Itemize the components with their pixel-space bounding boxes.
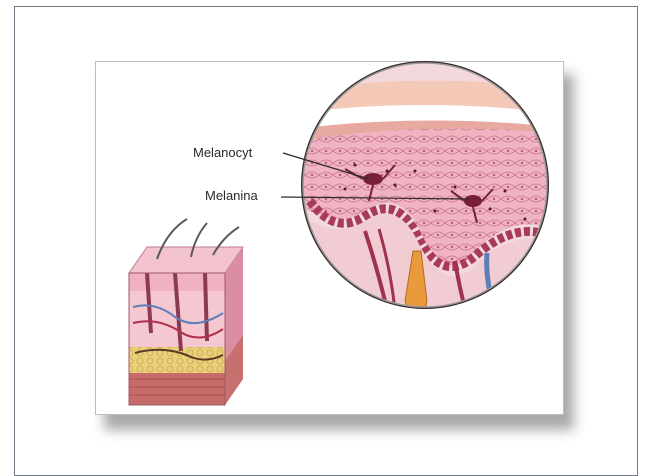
skin-block — [129, 219, 243, 405]
label-melanocyt: Melanocyt — [193, 145, 252, 160]
label-melanina: Melanina — [205, 188, 258, 203]
magnified-section — [295, 61, 555, 321]
skin-illustration — [95, 61, 564, 415]
